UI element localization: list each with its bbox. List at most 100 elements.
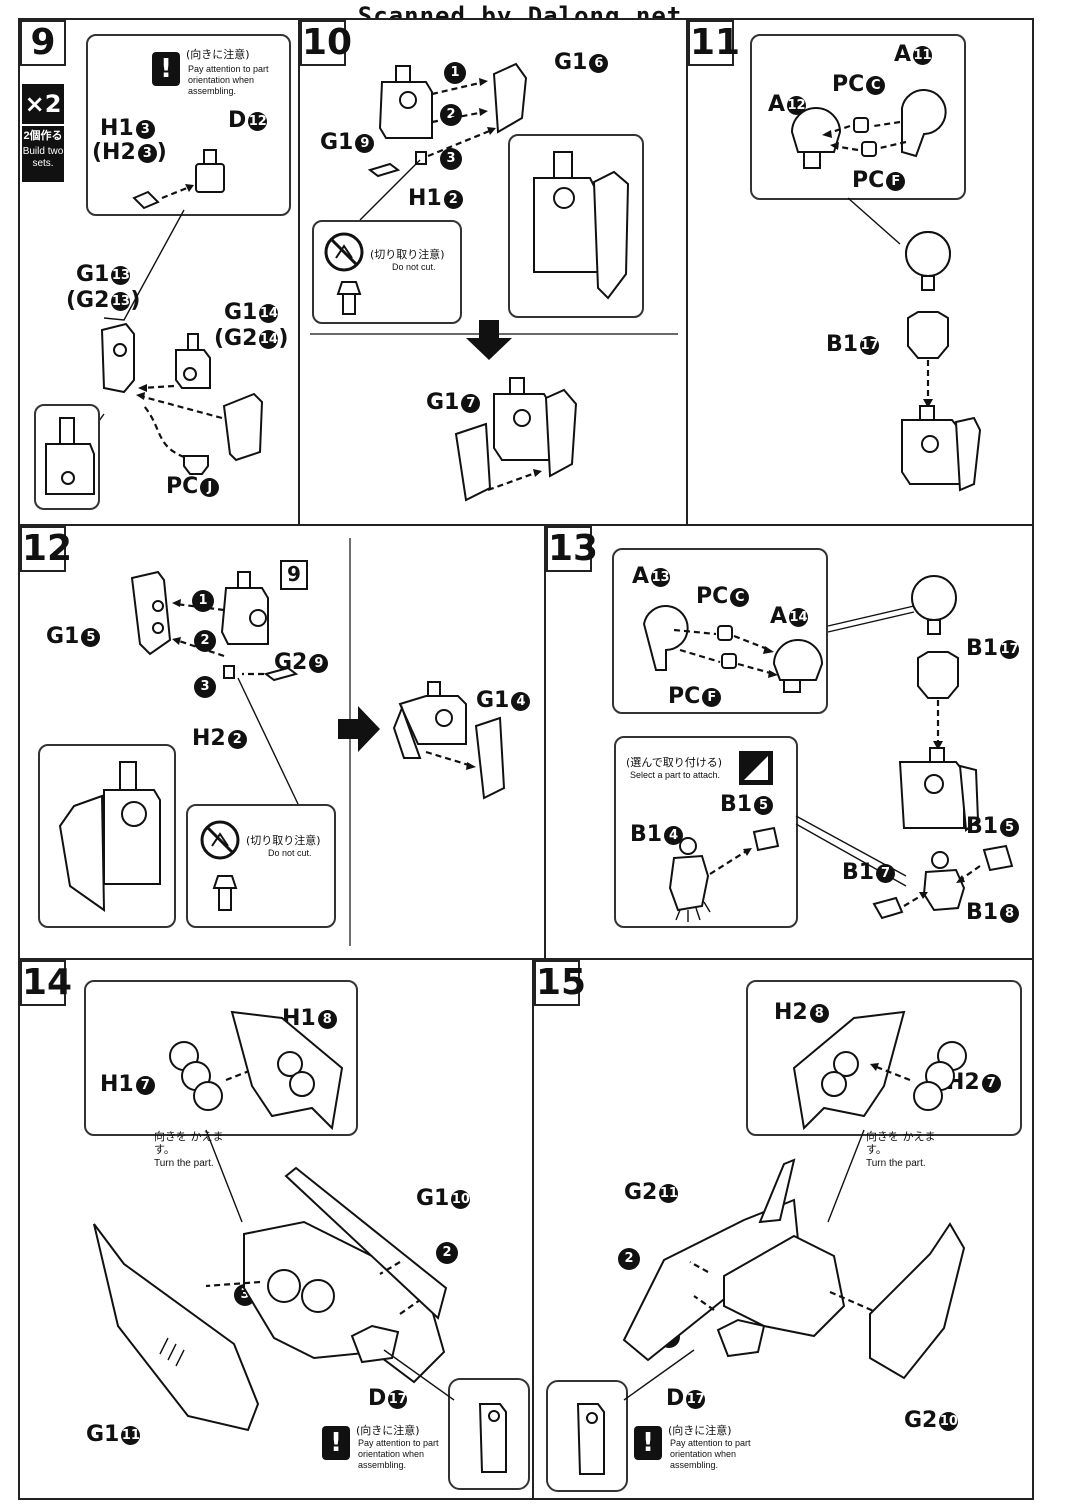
step-number: 11 — [688, 20, 740, 66]
caution-callout — [546, 1380, 628, 1492]
step-number: 12 — [20, 526, 72, 572]
thruster-parts — [169, 1010, 344, 1131]
reference-view-callout — [38, 744, 176, 928]
select-icon — [739, 751, 773, 785]
turn-jp: 向きを かえます。 — [154, 1130, 224, 1156]
callout-pointer — [827, 605, 915, 633]
caution-en: Pay attention to part orientation when a… — [670, 1438, 751, 1470]
caution-jp: (向きに注意) — [668, 1424, 732, 1437]
step-number: 15 — [534, 960, 586, 1006]
callout-pointer — [827, 1129, 865, 1223]
reference-view-callout — [508, 134, 644, 318]
step-number: 13 — [546, 526, 598, 572]
exclamation-icon: ! — [634, 1426, 662, 1460]
order-marker-3: 3 — [194, 676, 216, 698]
order-marker-2: 2 — [194, 630, 216, 652]
ball-joint-parts — [790, 89, 947, 169]
turn-jp: 向きを かえます。 — [866, 1130, 936, 1156]
upper-leg-diagram — [367, 62, 528, 178]
turn-en: Turn the part. — [866, 1158, 926, 1169]
fist-hand-diagram — [872, 844, 1014, 920]
gate-part-view — [336, 281, 362, 315]
leg-shield-diagram — [454, 377, 578, 502]
exclamation-icon: ! — [322, 1426, 350, 1460]
knee-joint-diagram — [898, 575, 980, 832]
caution-callout — [448, 1378, 530, 1490]
donotcut-en: Do not cut. — [268, 848, 312, 858]
step-number: 9 — [20, 20, 66, 66]
select-en: Select a part to attach. — [630, 770, 721, 780]
caution-en: Pay attention to part orientation when a… — [188, 64, 269, 96]
shin-assembly-diagram — [392, 681, 506, 800]
build-en: Build two sets. — [22, 146, 64, 169]
select-jp: (選んで取り付ける) — [626, 756, 723, 769]
open-hand-diagram — [668, 826, 780, 922]
donotcut-jp: (切り取り注意) — [246, 834, 321, 847]
no-cut-icon — [324, 232, 364, 272]
donotcut-en: Do not cut. — [392, 262, 436, 272]
order-marker-2: 2 — [436, 1242, 458, 1264]
build-jp: 2個作る — [23, 130, 63, 142]
separator-line — [349, 538, 351, 946]
reference-shin-view — [58, 761, 161, 912]
right-arrow-icon — [338, 706, 380, 752]
leg-assembly-diagram — [73, 209, 264, 475]
down-arrow-icon — [466, 320, 512, 360]
step-9-panel: 9 ×2 2個作る Build two sets. ! (向きに注意) Pay … — [18, 18, 300, 526]
donotcut-jp: (切り取り注意) — [370, 248, 445, 261]
callout-pointer — [237, 677, 299, 805]
caution-callout: ! (向きに注意) Pay attention to part orientat… — [86, 34, 291, 216]
ball-joint-parts — [642, 605, 824, 693]
step-number: 10 — [300, 20, 352, 66]
detail-callout — [34, 404, 100, 510]
order-marker-1: 1 — [192, 590, 214, 612]
lower-leg-diagram — [130, 570, 299, 682]
knee-joint-diagram — [901, 231, 982, 492]
callout-pointer — [847, 197, 901, 245]
backpack-right-diagram — [622, 1158, 966, 1380]
caution-jp: (向きに注意) — [186, 48, 250, 61]
callout-pointer — [623, 1349, 695, 1401]
build-two-sets-note: 2個作る Build two sets. — [22, 126, 64, 182]
turn-en: Turn the part. — [154, 1158, 214, 1169]
no-cut-icon — [200, 820, 240, 860]
thruster-parts — [792, 1010, 967, 1131]
gate-part-view — [212, 875, 238, 911]
backpack-left-diagram — [93, 1166, 448, 1432]
